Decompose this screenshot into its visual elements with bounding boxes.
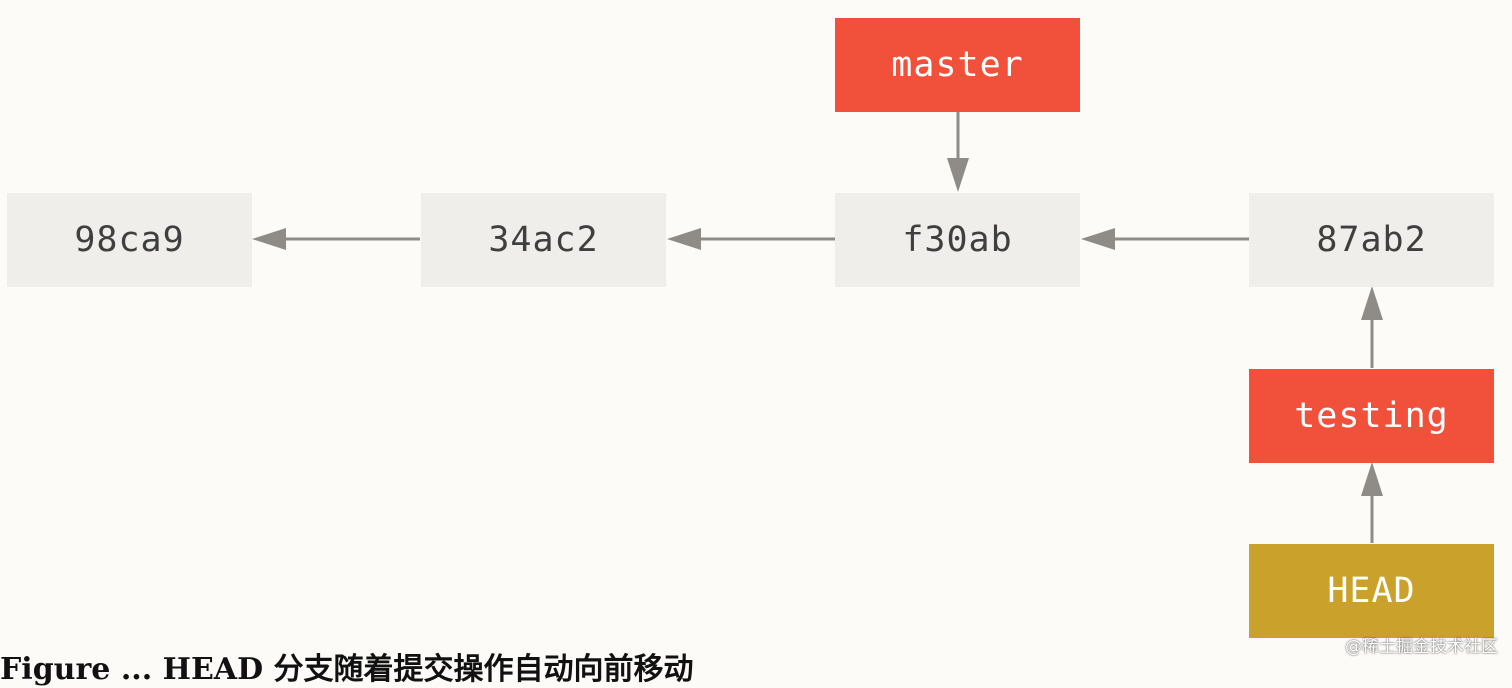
branch-label: master — [891, 45, 1024, 85]
arrowhead-icon — [947, 158, 969, 192]
edge-34ac2-to-98ca9 — [252, 228, 420, 250]
branch-master: master — [835, 18, 1080, 112]
edge-testing-to-87ab2 — [1361, 286, 1383, 368]
edge-master-to-f30ab — [947, 112, 969, 192]
watermark: @稀土掘金技术社区 — [1345, 637, 1498, 657]
edge-head-to-testing — [1361, 462, 1383, 543]
arrowhead-icon — [252, 228, 286, 250]
arrowhead-icon — [1361, 286, 1383, 320]
head-label: HEAD — [1327, 571, 1416, 611]
branch-label: testing — [1294, 396, 1449, 436]
commit-id: 87ab2 — [1316, 220, 1427, 260]
arrowhead-icon — [1361, 462, 1383, 496]
commit-node-98ca9: 98ca9 — [7, 193, 252, 287]
branch-testing: testing — [1249, 369, 1494, 463]
commit-node-f30ab: f30ab — [835, 193, 1080, 287]
arrowhead-icon — [667, 228, 701, 250]
head-pointer: HEAD — [1249, 544, 1494, 638]
edge-87ab2-to-f30ab — [1081, 228, 1249, 250]
figure-caption: Figure ... HEAD 分支随着提交操作自动向前移动 — [0, 652, 694, 687]
commit-node-34ac2: 34ac2 — [421, 193, 666, 287]
edge-layer — [252, 112, 1383, 543]
commit-id: 34ac2 — [488, 220, 599, 260]
commit-id: 98ca9 — [74, 220, 185, 260]
arrowhead-icon — [1081, 228, 1115, 250]
commit-node-87ab2: 87ab2 — [1249, 193, 1494, 287]
commit-id: f30ab — [902, 220, 1013, 260]
edge-f30ab-to-34ac2 — [667, 228, 835, 250]
